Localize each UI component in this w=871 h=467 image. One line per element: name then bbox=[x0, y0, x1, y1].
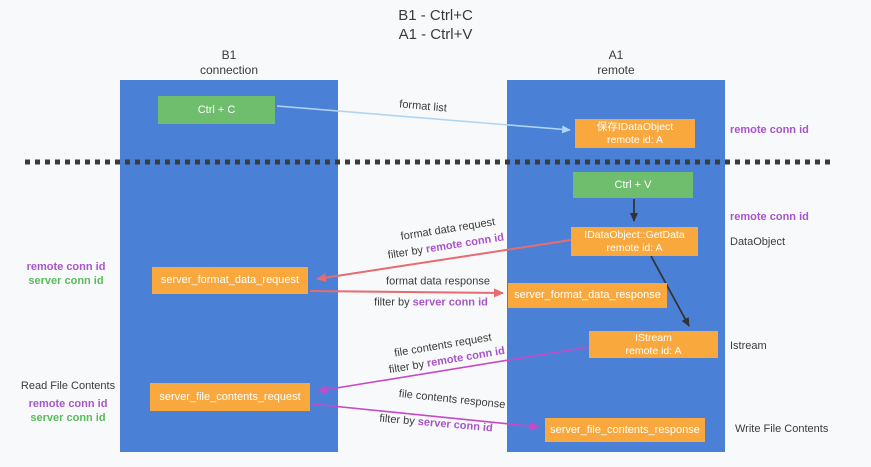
getdata-to-istream-arrow bbox=[650, 255, 690, 327]
server-format-data-response-box: server_format_data_response bbox=[508, 283, 667, 308]
remote-conn-id-label-top: remote conn id bbox=[730, 124, 809, 136]
file-contents-response-arrow bbox=[311, 403, 540, 431]
column-header-a1: A1 remote bbox=[507, 48, 725, 78]
filter-by-server-conn-id-label-1: filter by server conn id bbox=[374, 297, 488, 310]
column-a1-role: remote bbox=[597, 63, 635, 77]
server-file-contents-response-label: server_file_contents_response bbox=[550, 423, 700, 436]
remote-conn-id-label-mid: remote conn id bbox=[730, 211, 809, 223]
dataobject-label: DataObject bbox=[730, 236, 786, 248]
server-file-contents-request-label: server_file_contents_request bbox=[159, 390, 301, 403]
getdata-line1: IDataObject::GetData bbox=[584, 228, 685, 241]
ctrl-c-label: Ctrl + C bbox=[197, 103, 236, 116]
read-file-contents-label: Read File Contents bbox=[20, 380, 116, 392]
istream-line1: IStream bbox=[635, 331, 672, 344]
write-file-contents-label: Write File Contents bbox=[735, 423, 829, 435]
ctrl-v-box: Ctrl + V bbox=[573, 172, 693, 198]
column-b1-name: B1 bbox=[221, 48, 237, 62]
left-server-conn-id-2: server conn id bbox=[30, 412, 106, 424]
format-list-arrow bbox=[276, 105, 571, 134]
file-contents-request-arrow bbox=[317, 346, 590, 394]
server-format-data-response-label: server_format_data_response bbox=[514, 289, 661, 301]
format-data-response-label: format data response bbox=[386, 275, 490, 288]
diagram-title: B1 - Ctrl+C A1 - Ctrl+V bbox=[0, 6, 871, 44]
column-a1-name: A1 bbox=[608, 48, 624, 62]
istream-side-label: Istream bbox=[730, 340, 767, 352]
filter-by-text: filter by bbox=[378, 412, 416, 428]
ctrl-v-label: Ctrl + V bbox=[614, 178, 652, 191]
save-idataobject-box: 保存IDataObject remote id: A bbox=[575, 119, 695, 148]
getdata-line2: remote id: A bbox=[606, 241, 663, 254]
left-server-conn-id-1: server conn id bbox=[28, 275, 104, 287]
format-data-response-arrow bbox=[309, 288, 504, 298]
server-conn-id-text: server conn id bbox=[412, 296, 488, 309]
left-remote-conn-id-1: remote conn id bbox=[26, 261, 106, 273]
istream-box: IStream remote id: A bbox=[589, 331, 718, 358]
column-header-b1: B1 connection bbox=[120, 48, 338, 78]
save-idataobject-line1: 保存IDataObject bbox=[596, 120, 674, 133]
left-remote-conn-id-2: remote conn id bbox=[28, 398, 108, 410]
title-line-1: B1 - Ctrl+C bbox=[398, 7, 473, 24]
server-format-data-request-box: server_format_data_request bbox=[152, 267, 308, 294]
filter-by-text: filter by bbox=[374, 296, 410, 309]
server-format-data-request-label: server_format_data_request bbox=[160, 274, 300, 286]
title-line-2: A1 - Ctrl+V bbox=[398, 26, 473, 43]
format-data-request-arrow bbox=[316, 239, 572, 283]
server-file-contents-request-box: server_file_contents_request bbox=[150, 383, 310, 411]
save-idataobject-line2: remote id: A bbox=[606, 133, 664, 146]
left-conn-id-group-2: Read File Contents remote conn id server… bbox=[16, 379, 120, 425]
column-b1-role: connection bbox=[199, 63, 259, 77]
left-conn-id-group-1: remote conn id server conn id bbox=[18, 260, 114, 288]
ctrl-c-box: Ctrl + C bbox=[158, 96, 275, 124]
istream-line2: remote id: A bbox=[625, 344, 682, 357]
idataobject-getdata-box: IDataObject::GetData remote id: A bbox=[571, 227, 698, 256]
server-file-contents-response-box: server_file_contents_response bbox=[545, 418, 705, 442]
